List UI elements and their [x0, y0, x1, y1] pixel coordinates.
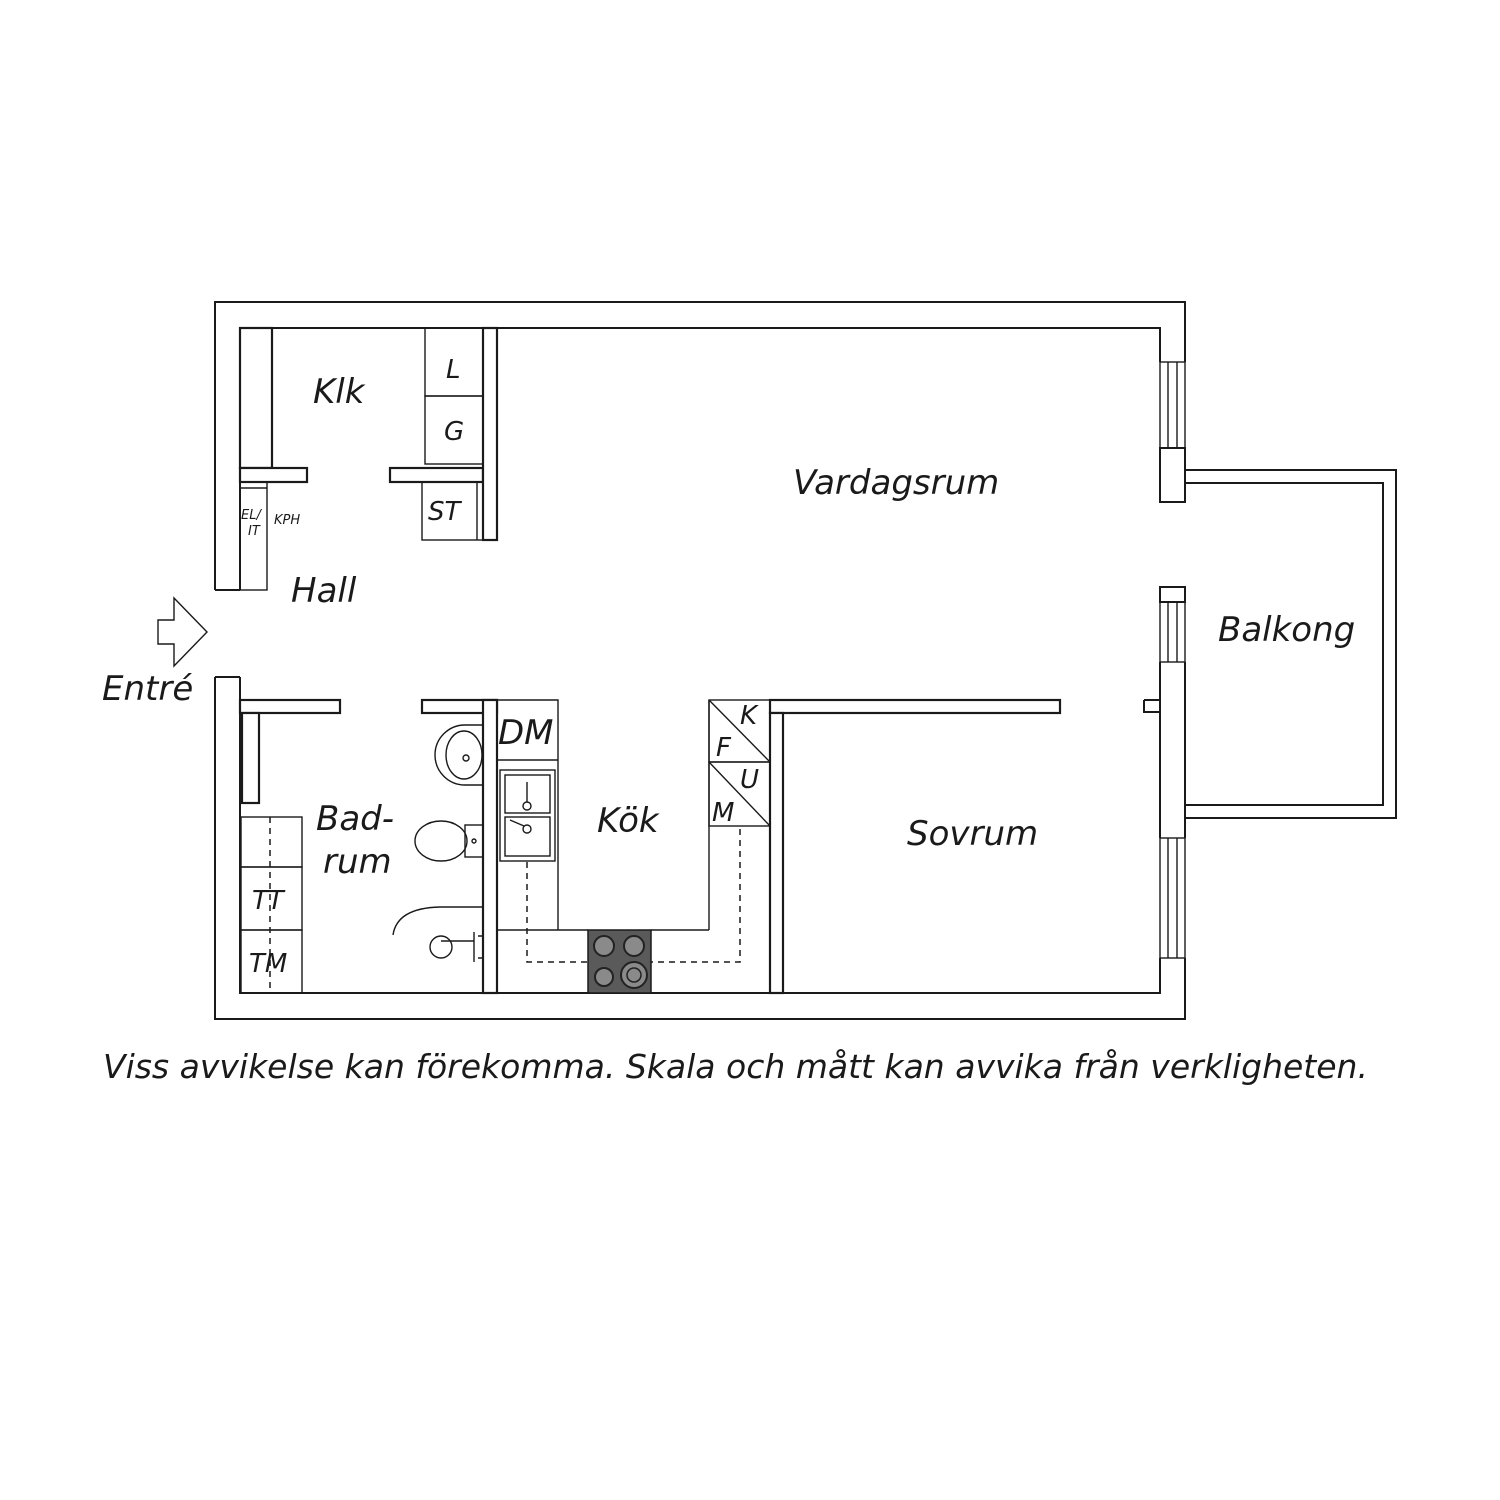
appliance-label-k: K: [740, 701, 759, 731]
appliance-label-g: G: [444, 417, 464, 447]
kitchen-fixtures: [497, 699, 771, 994]
closet-storage: [421, 327, 484, 541]
entrance-arrow-icon: [157, 596, 208, 668]
room-label-balkong: Balkong: [1218, 610, 1355, 650]
interior-walls: [238, 326, 1062, 995]
room-label-badrum-line1: Bad-: [316, 799, 394, 839]
appliance-label-m: M: [712, 798, 734, 828]
appliance-label-u: U: [740, 765, 759, 795]
appliance-label-st: ST: [428, 497, 463, 527]
el-it-cabinet: [239, 481, 268, 591]
appliance-label-kph: KPH: [274, 513, 300, 528]
room-label-hall: Hall: [291, 571, 357, 611]
room-label-vardagsrum: Vardagsrum: [793, 463, 999, 503]
room-label-kok: Kök: [597, 801, 660, 841]
room-label-sovrum: Sovrum: [907, 814, 1038, 854]
bathroom-fixtures: [240, 724, 484, 994]
appliance-label-tm: TM: [249, 949, 287, 979]
entrance-label: Entré: [102, 669, 193, 709]
appliance-label-dm: DM: [498, 713, 554, 753]
balcony-outline: [1185, 469, 1397, 819]
appliance-label-f: F: [716, 733, 732, 763]
disclaimer-text: Viss avvikelse kan förekomma. Skala och …: [103, 1047, 1368, 1086]
room-label-klk: Klk: [313, 372, 366, 412]
room-label-badrum-line2: rum: [323, 842, 392, 882]
appliance-label-tt: TT: [252, 886, 286, 916]
appliance-label-el: EL/: [241, 508, 262, 523]
windows: [1159, 361, 1186, 959]
appliance-label-l: L: [446, 355, 461, 385]
appliance-label-it: IT: [248, 524, 261, 539]
